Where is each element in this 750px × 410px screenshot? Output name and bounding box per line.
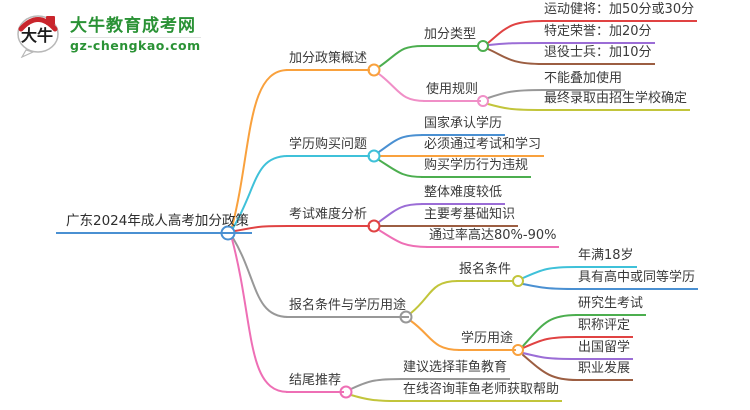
node-toggle-signup-conditions[interactable] [512,275,524,287]
node-highschool-equivalent[interactable]: 具有高中或同等学历 [575,269,699,290]
logo-text: 大牛教育成考网 gz-chengkao.com [70,16,201,53]
edge-usage-rules [378,73,426,102]
edge-study-abroad [522,352,578,360]
node-toggle-bonus-types[interactable] [477,40,489,52]
node-degree-purchase[interactable]: 学历购买问题 [286,136,371,157]
edge-root-difficulty [234,225,289,232]
node-ending-recommendation[interactable]: 结尾推荐 [286,372,345,393]
node-postgrad-exam[interactable]: 研究生考试 [575,295,647,316]
node-final-admission[interactable]: 最终录取由招生学校确定 [541,90,691,111]
edge-career-development [522,354,578,381]
edge-veteran-bonus [487,48,544,65]
edge-root-recommendation [231,238,289,393]
edge-highschool [522,283,578,290]
node-no-stacking[interactable]: 不能叠加使用 [541,70,626,91]
edge-root-policy-overview [231,69,289,228]
node-toggle-degree-purchase[interactable] [367,149,381,163]
node-career-development[interactable]: 职业发展 [575,360,634,381]
node-root-title[interactable]: 广东2024年成人高考加分政策 [56,212,252,234]
node-study-abroad[interactable]: 出国留学 [575,339,634,360]
edge-root-degree-purchase [232,155,289,229]
node-degree-uses[interactable]: 学历用途 [458,330,517,351]
edge-no-stacking [487,89,544,99]
logo-icon-text: 大牛 [21,26,53,45]
bubble-tail [20,49,35,58]
edge-degree-uses [410,320,461,351]
edge-state-recognized [378,134,424,153]
node-basic-knowledge[interactable]: 主要考基础知识 [421,206,519,227]
node-state-recognized[interactable]: 国家承认学历 [421,115,506,136]
edge-age-18 [522,266,578,279]
node-pass-rate[interactable]: 通过率高达80%-90% [426,227,560,248]
site-domain: gz-chengkao.com [70,36,201,53]
red-arc [18,17,58,32]
node-signup-conditions[interactable]: 报名条件 [456,261,515,282]
node-buying-illegal[interactable]: 购买学历行为违规 [421,157,532,178]
edge-online-consult [350,394,403,402]
node-toggle-difficulty[interactable] [367,219,381,233]
edge-athlete-bonus [487,20,544,44]
edge-honor-bonus [488,42,544,46]
node-online-consult[interactable]: 在线咨询菲鱼老师获取帮助 [400,381,563,402]
node-athlete-bonus[interactable]: 运动健将：加50分或30分 [541,1,698,22]
site-logo[interactable]: 大牛 大牛教育成考网 gz-chengkao.com [14,10,201,58]
edge-feiyu-education [350,378,403,390]
edge-pass-rate [378,229,429,248]
node-low-difficulty[interactable]: 整体难度较低 [421,184,506,205]
edge-bonus-types [378,45,424,68]
node-policy-overview[interactable]: 加分政策概述 [286,50,371,71]
node-age-18[interactable]: 年满18岁 [575,247,637,268]
edge-title-evaluation [522,336,578,349]
edge-final-admission [487,103,544,111]
node-toggle-policy-overview[interactable] [367,63,381,77]
site-name: 大牛教育成考网 [70,15,196,36]
node-title-evaluation[interactable]: 职称评定 [575,317,634,338]
node-difficulty-analysis[interactable]: 考试难度分析 [286,206,371,227]
daniu-logo-icon: 大牛 [17,15,59,58]
edge-low-difficulty [378,203,424,223]
seal-stamp [46,16,55,25]
node-must-exam[interactable]: 必须通过考试和学习 [421,136,545,157]
node-requirements-uses[interactable]: 报名条件与学历用途 [286,297,410,318]
node-bonus-types[interactable]: 加分类型 [421,26,480,47]
node-feiyu-education[interactable]: 建议选择菲鱼教育 [400,359,511,380]
edge-postgrad-exam [522,314,578,347]
node-veteran-bonus[interactable]: 退役士兵：加10分 [541,44,655,65]
node-honor-bonus[interactable]: 特定荣誉：加20分 [541,23,655,44]
edge-root-requirements [232,237,289,318]
edge-buying-illegal [378,159,424,178]
node-usage-rules[interactable]: 使用规则 [423,81,482,102]
edge-signup-conditions [410,280,459,314]
